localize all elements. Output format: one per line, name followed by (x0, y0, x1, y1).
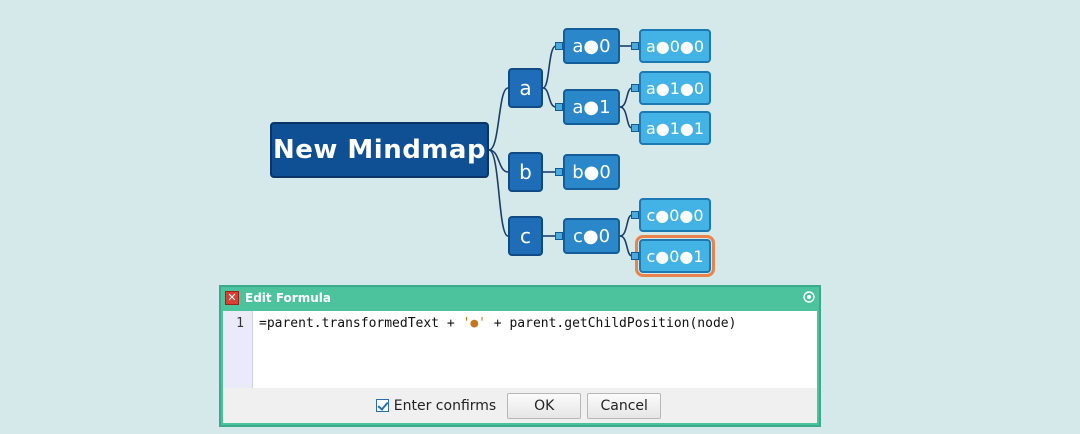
enter-confirms-option[interactable]: Enter confirms (375, 397, 497, 414)
node-b[interactable]: b (508, 152, 543, 192)
dialog-footer: Enter confirms OK Cancel (223, 388, 817, 423)
node-c[interactable]: c (508, 216, 543, 256)
connector-handle[interactable] (555, 232, 563, 240)
connector-handle[interactable] (631, 42, 639, 50)
connector-handle[interactable] (631, 252, 639, 260)
node-a10[interactable]: a●1●0 (639, 71, 711, 105)
edge-a-a0 (542, 45, 557, 89)
code-string-literal: '●' (462, 316, 486, 331)
connector-handle[interactable] (555, 42, 563, 50)
edge-c0-c00 (619, 214, 633, 237)
node-a00[interactable]: a●0●0 (639, 29, 711, 63)
connector-handle[interactable] (631, 211, 639, 219)
mindmap-canvas[interactable]: New Mindmap a b c a●0 a●1 b●0 c●0 a●0●0 … (0, 0, 1080, 290)
line-number-gutter: 1 (223, 311, 253, 388)
ok-button[interactable]: OK (507, 392, 582, 419)
dialog-title: Edit Formula (245, 291, 331, 305)
node-a[interactable]: a (508, 68, 543, 108)
node-a0[interactable]: a●0 (563, 28, 620, 64)
edge-root-a (488, 87, 509, 151)
edge-a-a1 (542, 87, 557, 108)
mindmap-edges (488, 45, 633, 257)
edge-a1-a11 (619, 106, 633, 129)
edit-formula-dialog: ✕ Edit Formula 1 =parent.transformedText… (219, 285, 821, 427)
line-number: 1 (236, 316, 244, 331)
edge-a1-a10 (619, 87, 633, 108)
edge-c0-c01 (619, 235, 633, 257)
node-c00[interactable]: c●0●0 (639, 198, 711, 232)
formula-editor[interactable]: 1 =parent.transformedText + '●' + parent… (223, 311, 817, 388)
code-part-1: =parent.transformedText + (259, 316, 463, 331)
enter-confirms-checkbox[interactable] (375, 399, 389, 412)
node-b0[interactable]: b●0 (563, 154, 620, 190)
code-part-2: + parent.getChildPosition(node) (485, 316, 737, 331)
connector-handle[interactable] (555, 168, 563, 176)
cancel-button[interactable]: Cancel (587, 392, 662, 419)
resize-icon[interactable] (803, 291, 815, 303)
enter-confirms-label: Enter confirms (393, 397, 497, 414)
connector-handle[interactable] (631, 124, 639, 132)
close-icon[interactable]: ✕ (225, 291, 239, 305)
edge-root-c (488, 149, 509, 237)
node-a11[interactable]: a●1●1 (639, 111, 711, 145)
dialog-titlebar[interactable]: ✕ Edit Formula (221, 287, 819, 309)
connector-handle[interactable] (631, 84, 639, 92)
node-c01-selected[interactable]: c●0●1 (635, 235, 715, 277)
root-node[interactable]: New Mindmap (270, 122, 489, 178)
formula-code[interactable]: =parent.transformedText + '●' + parent.g… (253, 311, 736, 388)
node-a1[interactable]: a●1 (563, 89, 620, 125)
node-c0[interactable]: c●0 (563, 218, 620, 254)
connector-handle[interactable] (555, 103, 563, 111)
